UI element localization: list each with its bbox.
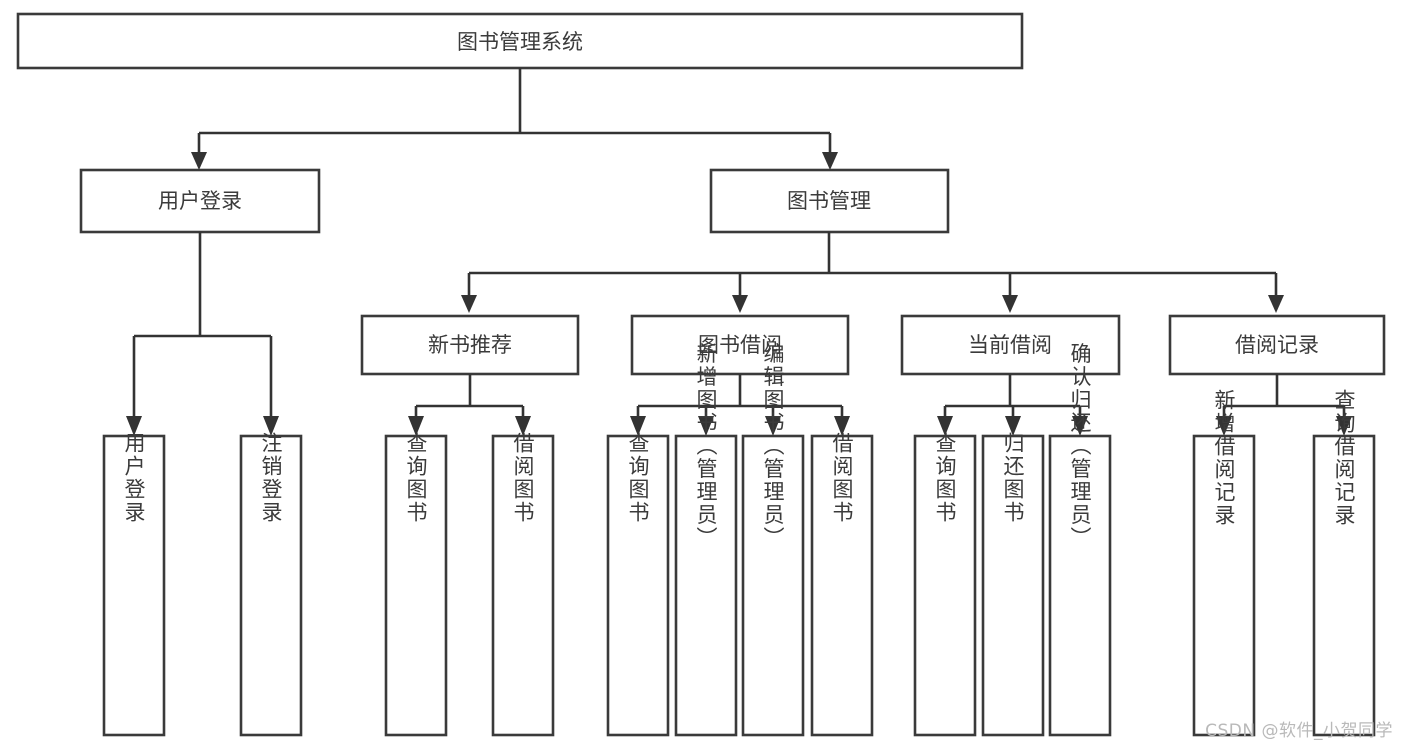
leaf-return-book-box[interactable] — [981, 434, 1045, 737]
node-book-borrow-label: 图书借阅 — [698, 333, 782, 357]
node-root[interactable]: 图书管理系统 — [16, 12, 1024, 70]
arrowhead-bb-to-leaf-2 — [765, 416, 781, 436]
leaf-add-record-box[interactable] — [1192, 434, 1256, 737]
node-book-management-box[interactable] — [709, 168, 950, 234]
leaf-edit-book-box[interactable] — [741, 434, 805, 737]
arrowhead-nbr-to-leaf-0 — [408, 416, 424, 436]
node-book-borrow-box[interactable] — [630, 314, 850, 376]
arrowhead-nbr-to-leaf-1 — [515, 416, 531, 436]
leaf-borrow-book-1-label: 借阅图书 — [511, 432, 535, 524]
leaf-query-record-box[interactable] — [1312, 434, 1376, 737]
leaf-confirm-return-box[interactable] — [1048, 434, 1112, 737]
leaf-add-book-label: 新增图书（管理员） — [694, 343, 718, 550]
node-root-label: 图书管理系统 — [457, 30, 583, 54]
node-new-book-recommend[interactable]: 新书推荐 — [360, 314, 580, 376]
node-new-book-recommend-label: 新书推荐 — [428, 333, 512, 357]
leaf-query-book-1-box[interactable] — [384, 434, 448, 737]
node-book-management-label: 图书管理 — [787, 189, 871, 213]
leaf-edit-book-label: 编辑图书（管理员） — [761, 343, 785, 550]
arrowhead-br-to-leaf-0 — [1216, 416, 1232, 436]
leaf-query-record[interactable]: 查询借阅记录 — [1312, 389, 1376, 737]
leaf-add-book[interactable]: 新增图书（管理员） — [674, 343, 738, 737]
arrowhead-bb-to-leaf-1 — [698, 416, 714, 436]
leaf-edit-book[interactable]: 编辑图书（管理员） — [741, 343, 805, 737]
leaf-return-book-label: 归还图书 — [1001, 432, 1025, 524]
leaf-query-record-label: 查询借阅记录 — [1332, 389, 1356, 527]
leaf-borrow-book-1-box[interactable] — [491, 434, 555, 737]
arrowhead-bm-to-book-borrow — [732, 295, 748, 313]
arrowhead-bm-to-new-book-recommend — [461, 295, 477, 313]
leaf-query-book-1-label: 查询图书 — [404, 432, 428, 524]
leaf-user-login-label: 用户登录 — [122, 432, 146, 524]
node-user-login-label: 用户登录 — [158, 189, 242, 213]
leaf-user-logout-box[interactable] — [239, 434, 303, 737]
leaf-query-book-3[interactable]: 查询图书 — [913, 432, 977, 737]
arrowhead-root-to-user-login — [191, 152, 207, 170]
leaf-user-login-box[interactable] — [102, 434, 166, 737]
node-borrow-record-label: 借阅记录 — [1235, 333, 1319, 357]
arrowhead-user-login-to-leaf-1 — [263, 416, 279, 436]
leaf-query-book-2[interactable]: 查询图书 — [606, 432, 670, 737]
leaf-confirm-return[interactable]: 确认归还（管理员） — [1048, 343, 1112, 737]
node-current-borrow-label: 当前借阅 — [968, 333, 1052, 357]
node-book-management[interactable]: 图书管理 — [709, 168, 950, 234]
arrowhead-cb-to-leaf-2 — [1072, 416, 1088, 436]
leaf-query-book-2-box[interactable] — [606, 434, 670, 737]
arrowhead-cb-to-leaf-0 — [937, 416, 953, 436]
leaf-borrow-book-2-box[interactable] — [810, 434, 874, 737]
arrowhead-user-login-to-leaf-0 — [126, 416, 142, 436]
leaf-add-record[interactable]: 新增借阅记录 — [1192, 389, 1256, 737]
arrowhead-br-to-leaf-1 — [1336, 416, 1352, 436]
node-root-box[interactable] — [16, 12, 1024, 70]
leaf-add-book-box[interactable] — [674, 434, 738, 737]
leaf-borrow-book-2-label: 借阅图书 — [830, 432, 854, 524]
node-user-login[interactable]: 用户登录 — [79, 168, 321, 234]
arrowhead-bb-to-leaf-3 — [834, 416, 850, 436]
arrowhead-cb-to-leaf-1 — [1005, 416, 1021, 436]
node-book-borrow[interactable]: 图书借阅 — [630, 314, 850, 376]
leaf-confirm-return-label: 确认归还（管理员） — [1068, 343, 1092, 550]
leaf-query-book-3-box[interactable] — [913, 434, 977, 737]
arrowhead-root-to-book-management — [822, 152, 838, 170]
arrowhead-bm-to-current-borrow — [1002, 295, 1018, 313]
arrowhead-bm-to-borrow-record — [1268, 295, 1284, 313]
leaf-add-record-label: 新增借阅记录 — [1212, 389, 1236, 527]
leaf-return-book[interactable]: 归还图书 — [981, 432, 1045, 737]
leaf-query-book-2-label: 查询图书 — [626, 432, 650, 524]
leaf-user-logout-label: 注销登录 — [259, 432, 283, 524]
leaf-query-book-1[interactable]: 查询图书 — [384, 432, 448, 737]
node-new-book-recommend-box[interactable] — [360, 314, 580, 376]
leaf-borrow-book-2[interactable]: 借阅图书 — [810, 432, 874, 737]
leaf-borrow-book-1[interactable]: 借阅图书 — [491, 432, 555, 737]
leaf-user-login[interactable]: 用户登录 — [102, 432, 166, 737]
arrowhead-bb-to-leaf-0 — [630, 416, 646, 436]
leaf-user-logout[interactable]: 注销登录 — [239, 432, 303, 737]
leaf-query-book-3-label: 查询图书 — [933, 432, 957, 524]
node-borrow-record[interactable]: 借阅记录 — [1168, 314, 1386, 376]
